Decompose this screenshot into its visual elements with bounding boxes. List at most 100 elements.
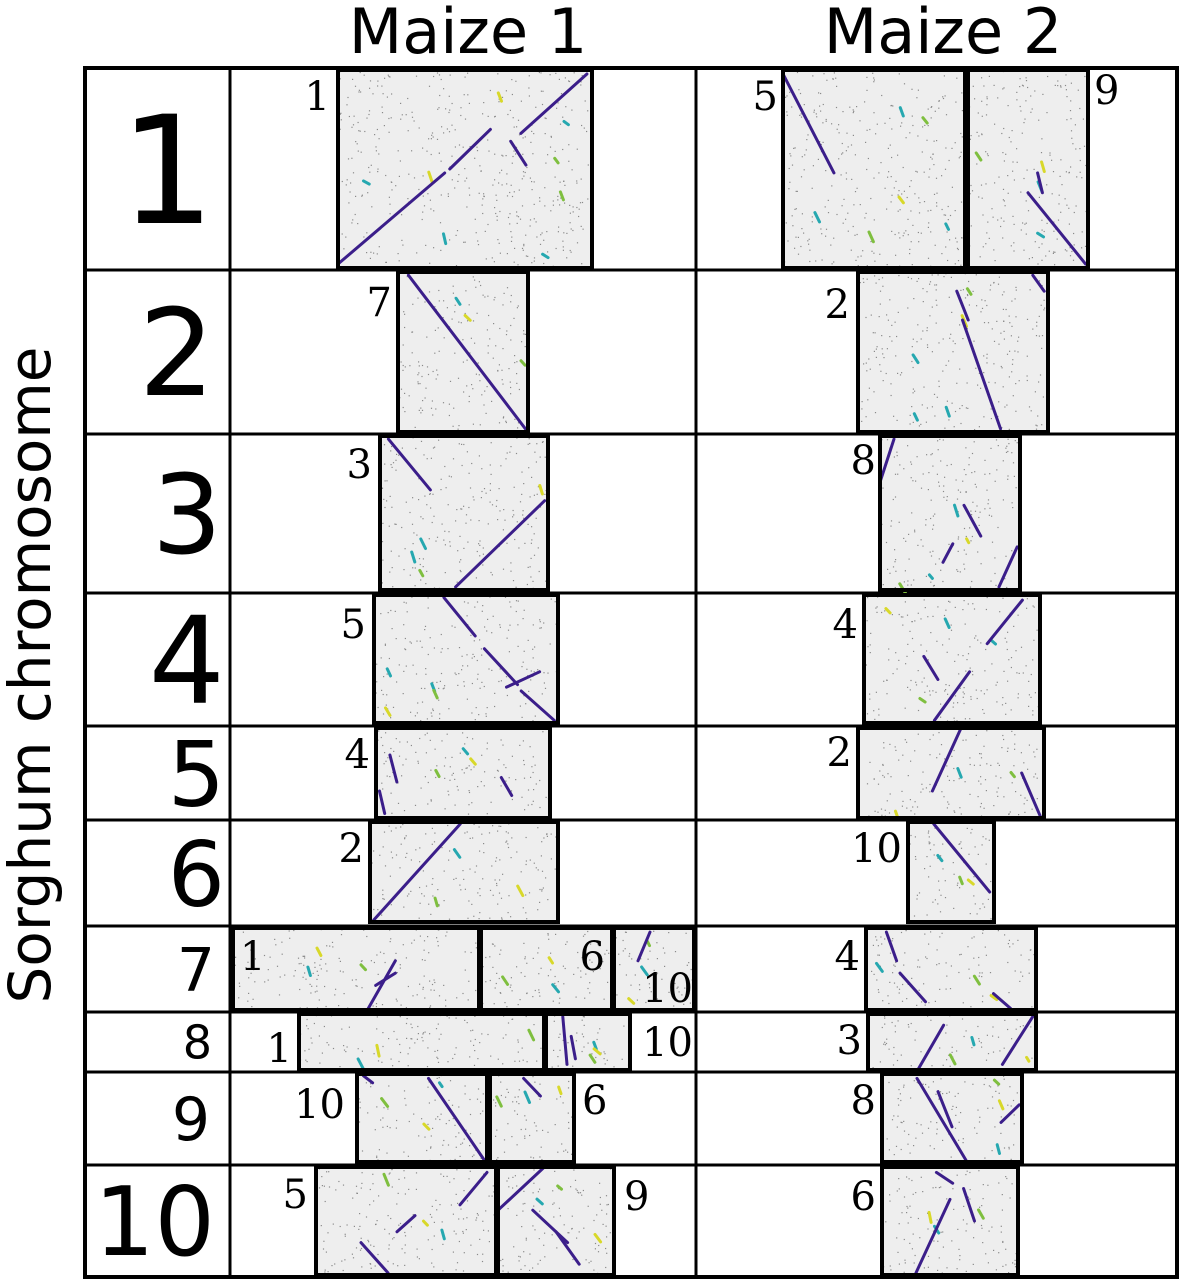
- noise-dot: [358, 1121, 361, 1123]
- noise-dot: [543, 239, 545, 241]
- noise-dot: [429, 637, 431, 639]
- maize-chromosome-label: 5: [283, 1172, 308, 1218]
- noise-dot: [382, 93, 384, 95]
- minor-synteny-dot: [997, 1099, 1005, 1111]
- noise-dot: [893, 1053, 895, 1055]
- noise-dot: [906, 614, 909, 616]
- noise-dot: [377, 706, 379, 709]
- noise-dot: [919, 966, 921, 968]
- noise-dot: [983, 745, 985, 747]
- noise-dot: [567, 1087, 570, 1089]
- noise-dot: [479, 687, 481, 689]
- noise-dot: [1033, 776, 1035, 778]
- noise-dot: [874, 332, 876, 334]
- noise-dot: [811, 187, 813, 189]
- noise-dot: [533, 554, 536, 556]
- noise-dot: [909, 423, 911, 425]
- noise-dot: [481, 1260, 484, 1263]
- noise-dot: [339, 113, 341, 115]
- noise-dot: [460, 1208, 462, 1210]
- noise-dot: [803, 232, 805, 234]
- noise-dot: [474, 871, 476, 873]
- noise-dot: [406, 852, 408, 854]
- noise-dot: [945, 1032, 947, 1034]
- noise-dot: [1013, 1144, 1015, 1146]
- noise-dot: [969, 763, 971, 766]
- noise-dot: [907, 643, 909, 645]
- noise-dot: [452, 772, 454, 774]
- noise-dot: [908, 533, 910, 535]
- noise-dot: [319, 964, 321, 966]
- noise-dot: [383, 498, 385, 500]
- noise-dot: [493, 261, 495, 263]
- noise-dot: [842, 222, 844, 224]
- noise-dot: [390, 450, 392, 452]
- noise-dot: [886, 264, 888, 266]
- noise-dot: [428, 138, 430, 140]
- noise-dot: [468, 1178, 470, 1180]
- noise-dot: [882, 353, 884, 355]
- noise-dot: [443, 539, 445, 541]
- noise-dot: [329, 945, 331, 947]
- noise-dot: [416, 1038, 418, 1040]
- noise-dot: [556, 1247, 558, 1249]
- noise-dot: [1001, 427, 1003, 429]
- noise-dot: [998, 764, 1000, 766]
- noise-dot: [976, 697, 978, 700]
- noise-dot: [950, 463, 952, 466]
- minor-synteny-dot: [422, 1219, 429, 1227]
- minor-synteny-dot: [1040, 160, 1046, 173]
- noise-dot: [972, 85, 974, 87]
- noise-dot: [852, 134, 854, 136]
- noise-dot: [901, 1122, 903, 1124]
- dotplot-panel: [544, 1012, 632, 1072]
- noise-dot: [384, 506, 386, 509]
- noise-dot: [505, 767, 507, 769]
- noise-dot: [1013, 179, 1015, 181]
- noise-dot: [1029, 949, 1031, 951]
- noise-dot: [960, 841, 962, 843]
- noise-dot: [903, 1238, 905, 1241]
- noise-dot: [438, 1077, 440, 1079]
- noise-dot: [970, 510, 972, 512]
- noise-dot: [539, 779, 541, 782]
- noise-dot: [557, 1151, 559, 1153]
- noise-dot: [930, 209, 932, 211]
- noise-dot: [370, 1083, 372, 1085]
- synteny-line: [522, 1076, 542, 1098]
- noise-dot: [954, 210, 956, 212]
- noise-dot: [952, 706, 954, 708]
- noise-dot: [1030, 410, 1032, 412]
- noise-dot: [984, 459, 986, 461]
- noise-dot: [881, 943, 883, 945]
- noise-dot: [525, 863, 527, 866]
- noise-dot: [983, 322, 986, 324]
- noise-dot: [576, 242, 579, 244]
- noise-dot: [466, 736, 468, 739]
- noise-dot: [338, 957, 340, 959]
- noise-dot: [950, 276, 952, 278]
- noise-dot: [939, 988, 941, 990]
- noise-dot: [582, 228, 584, 230]
- noise-dot: [361, 1182, 363, 1184]
- noise-dot: [575, 996, 577, 998]
- noise-dot: [481, 204, 483, 206]
- noise-dot: [907, 234, 909, 236]
- noise-dot: [968, 280, 970, 283]
- dotplot-panel: [880, 1072, 1024, 1164]
- noise-dot: [412, 497, 414, 499]
- noise-dot: [477, 892, 479, 894]
- noise-dot: [937, 1269, 939, 1271]
- noise-dot: [376, 1220, 378, 1222]
- noise-dot: [861, 401, 863, 403]
- noise-dot: [1016, 161, 1018, 163]
- panel-background: [868, 1014, 1036, 1070]
- noise-dot: [891, 194, 893, 196]
- noise-dot: [392, 1238, 394, 1240]
- noise-dot: [500, 1094, 502, 1097]
- noise-dot: [922, 1191, 924, 1193]
- noise-dot: [909, 689, 911, 691]
- noise-dot: [1011, 325, 1013, 327]
- noise-dot: [344, 1235, 346, 1237]
- noise-dot: [513, 261, 515, 263]
